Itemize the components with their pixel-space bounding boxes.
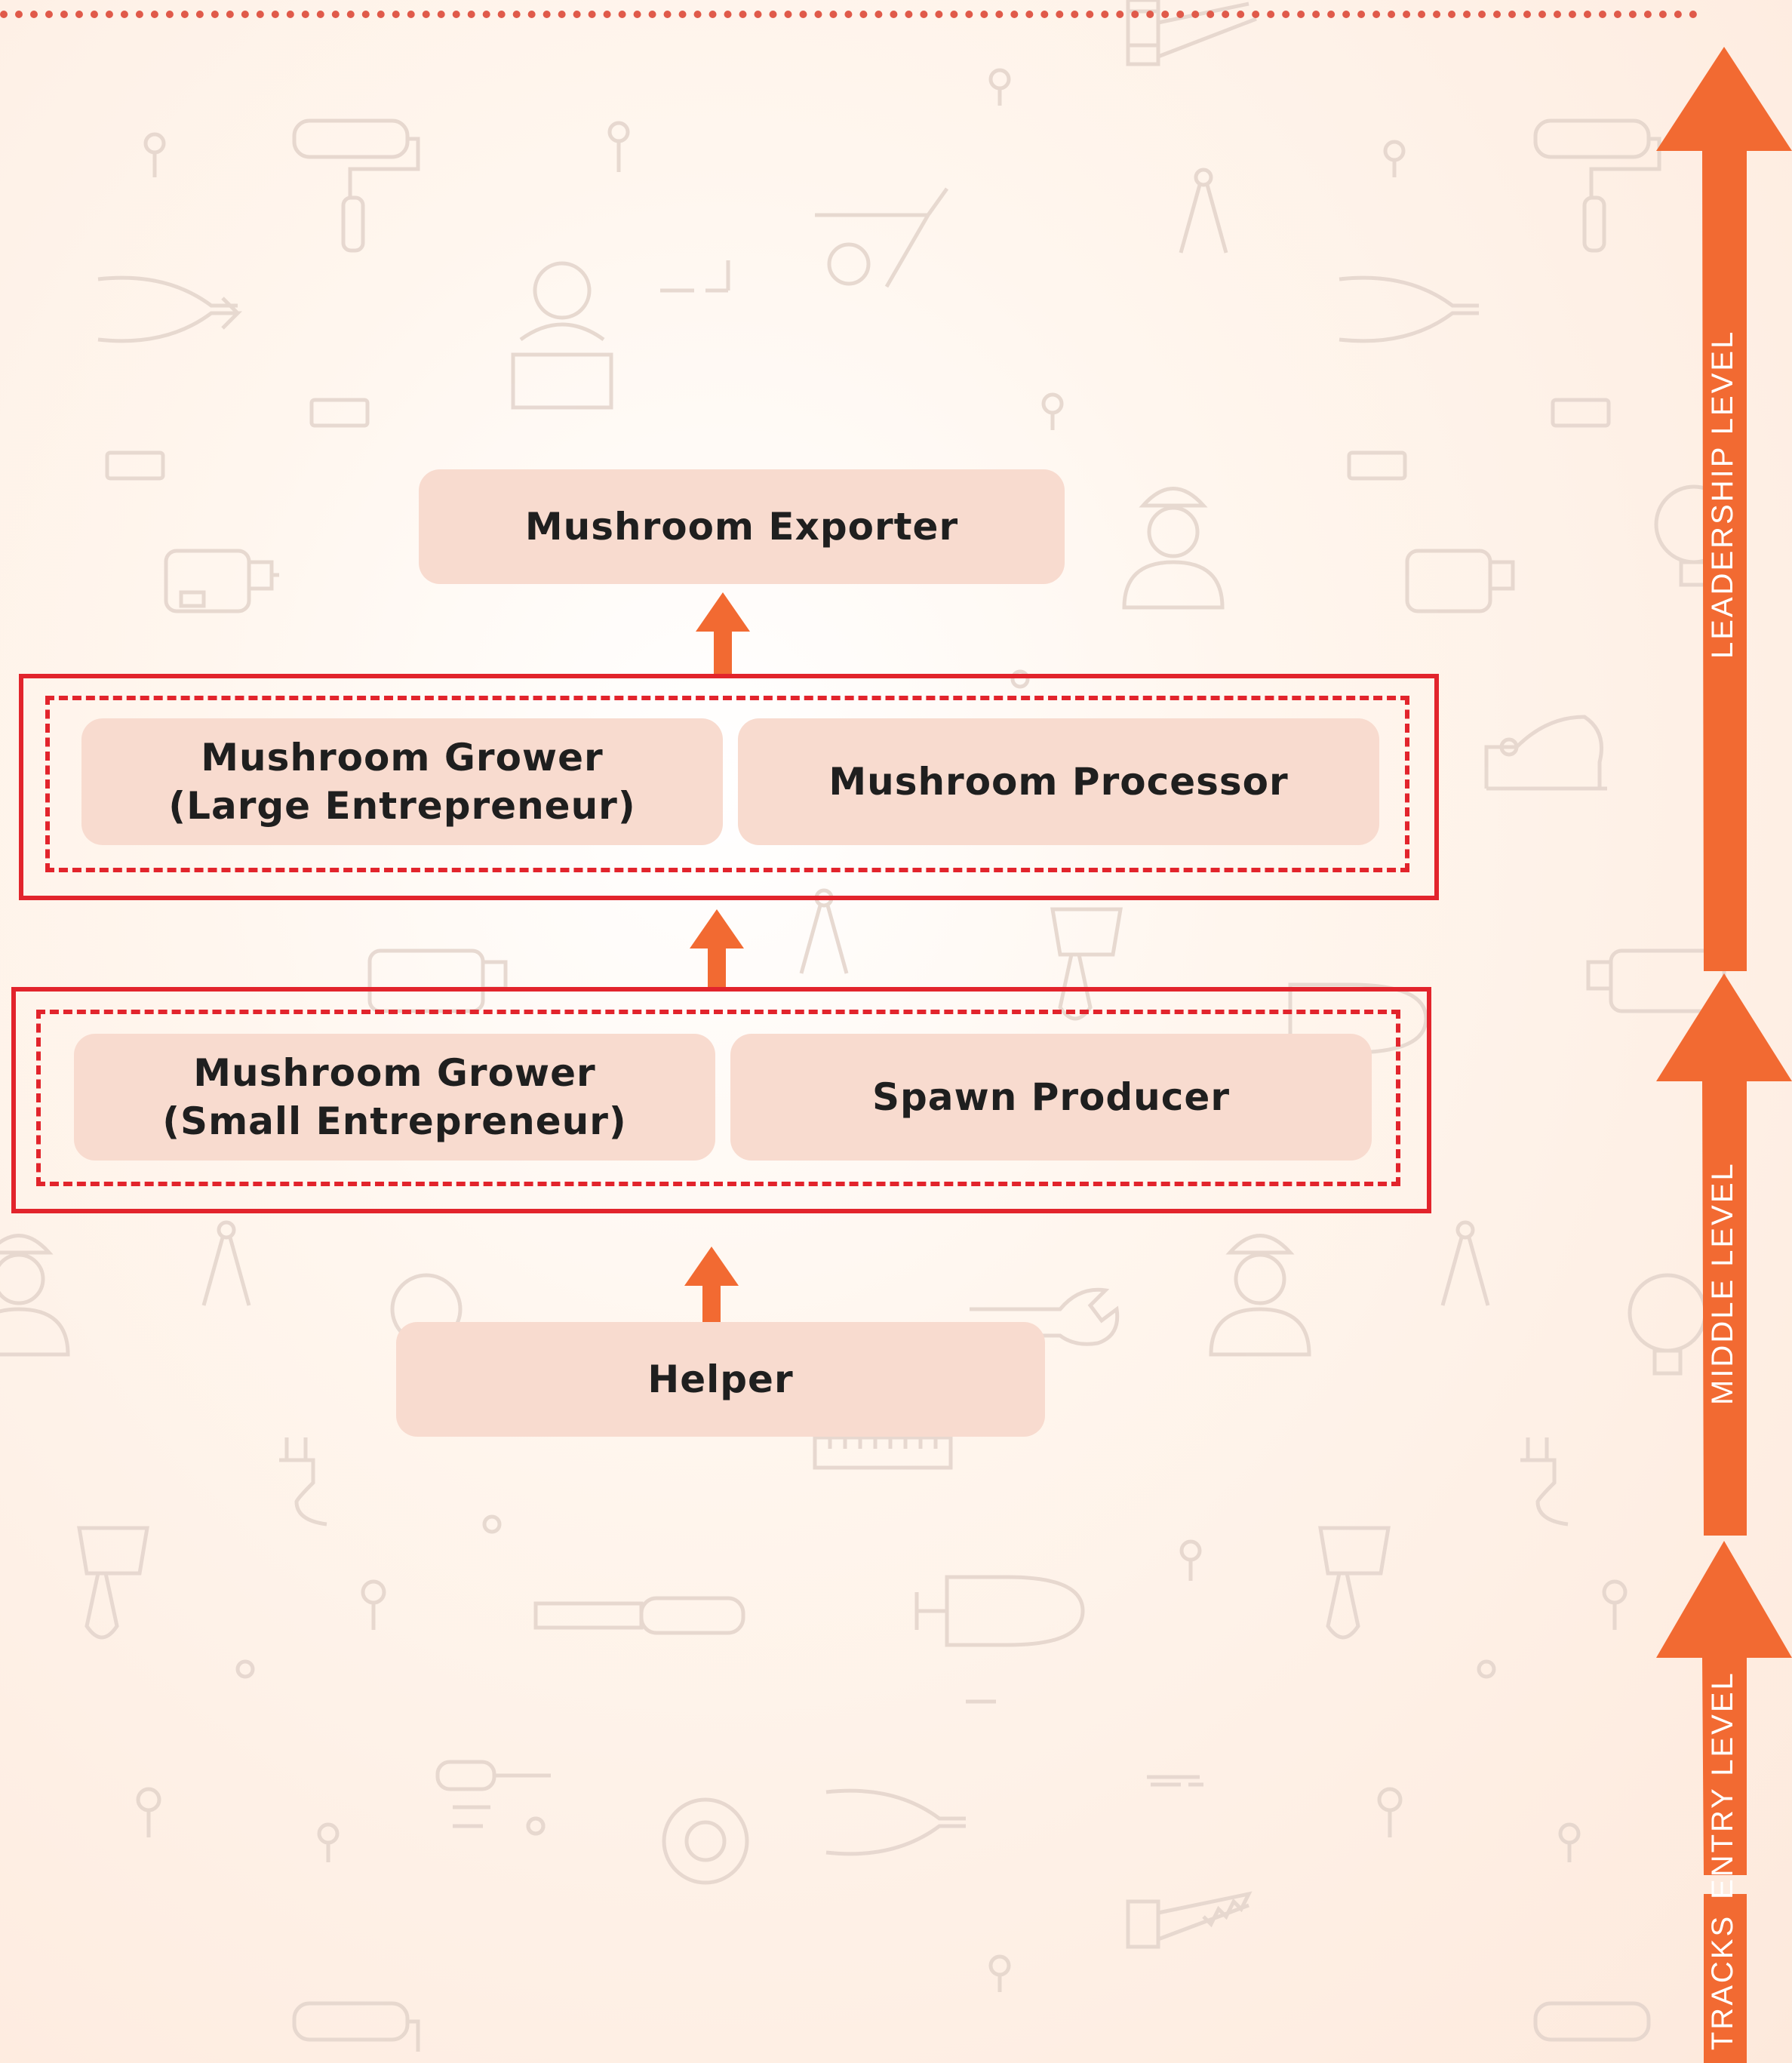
pin-icon [1383, 140, 1406, 177]
plug-icon [1520, 1437, 1569, 1526]
arrow-to-leadership-group [690, 909, 744, 991]
leadership-level-arrow [1656, 47, 1792, 971]
mushroom-grower-small-box: Mushroom Grower (Small Entrepreneur) [74, 1034, 715, 1161]
mushroom-grower-large-label: Mushroom Grower (Large Entrepreneur) [168, 736, 636, 828]
pliers-icon [825, 1788, 966, 1856]
compass-icon [201, 1220, 251, 1306]
helper-box: Helper [396, 1322, 1045, 1437]
compass-icon [799, 888, 849, 974]
pin-icon [1179, 1539, 1202, 1581]
middle-level-group [11, 987, 1431, 1213]
screwdriver-icon [435, 1760, 551, 1836]
pliers-icon [1339, 275, 1479, 343]
mushroom-exporter-label: Mushroom Exporter [524, 505, 959, 549]
hard-hat-worker-icon [0, 1234, 70, 1357]
ruler-icon [813, 1435, 953, 1470]
leadership-level-label: LEADERSHIP LEVEL [1706, 329, 1739, 659]
pin-icon [1041, 392, 1064, 430]
arrow-to-middle-group [684, 1247, 739, 1322]
paint-roller-icon [292, 2001, 420, 2052]
paint-roller-icon [1533, 2001, 1651, 2042]
saw-blade-icon [662, 1797, 749, 1885]
compass-icon [1440, 1220, 1490, 1306]
pin-icon [607, 121, 630, 172]
middle-level-label: MIDDLE LEVEL [1706, 1161, 1739, 1405]
spawn-producer-label: Spawn Producer [872, 1075, 1230, 1119]
hard-hat-worker-icon [1209, 1234, 1311, 1357]
mushroom-grower-large-box: Mushroom Grower (Large Entrepreneur) [81, 718, 723, 845]
mushroom-processor-box: Mushroom Processor [738, 718, 1379, 845]
pin-icon [1558, 1822, 1581, 1862]
pin-icon [136, 1787, 161, 1837]
paint-brush-icon [1050, 907, 1123, 1021]
compass-icon [1179, 168, 1228, 254]
paint-roller-icon [1533, 118, 1661, 253]
middle-level-arrow [1656, 973, 1792, 1536]
middle-level-group-dashed [36, 1010, 1400, 1186]
hard-hat-worker-icon [1122, 487, 1225, 610]
plane-tool-icon [1484, 715, 1607, 791]
leadership-level-group [19, 674, 1439, 900]
pin-icon [988, 68, 1011, 106]
drill-icon [1405, 549, 1515, 613]
career-level-track [1656, 47, 1792, 2063]
pin-icon [361, 1579, 386, 1630]
paint-roller-icon [292, 118, 420, 253]
drill-icon [164, 549, 279, 613]
pin-icon [317, 1822, 340, 1862]
wrench-icon [970, 1287, 1120, 1346]
shovel-icon [914, 1575, 1085, 1647]
saw-icon [1126, 0, 1253, 1949]
top-dotted-divider [0, 11, 1698, 18]
worker-laptop-icon [511, 261, 613, 410]
spawn-producer-box: Spawn Producer [730, 1034, 1372, 1161]
tracks-label: TRACKS [1706, 1914, 1739, 2051]
leadership-level-group-dashed [45, 696, 1409, 872]
pin-icon [1602, 1579, 1628, 1630]
entry-level-arrow [1656, 1541, 1792, 1875]
pliers-icon [97, 275, 243, 343]
paint-brush-icon [77, 1526, 149, 1640]
arrow-to-exporter [696, 592, 750, 674]
helper-label: Helper [647, 1357, 794, 1401]
wheelbarrow-icon [815, 187, 949, 288]
pin-icon [1377, 1787, 1403, 1837]
mushroom-grower-small-label: Mushroom Grower (Small Entrepreneur) [162, 1051, 627, 1143]
tracks-bar [1704, 1894, 1747, 2063]
mushroom-exporter-box: Mushroom Exporter [419, 469, 1065, 584]
file-tool-icon [533, 1596, 745, 1635]
pin-icon [988, 1954, 1011, 1992]
plug-icon [279, 1437, 327, 1526]
entry-level-label: ENTRY LEVEL [1706, 1671, 1739, 1899]
paint-brush-icon [1318, 1526, 1391, 1640]
mushroom-processor-label: Mushroom Processor [828, 760, 1289, 804]
pin-icon [143, 132, 166, 177]
